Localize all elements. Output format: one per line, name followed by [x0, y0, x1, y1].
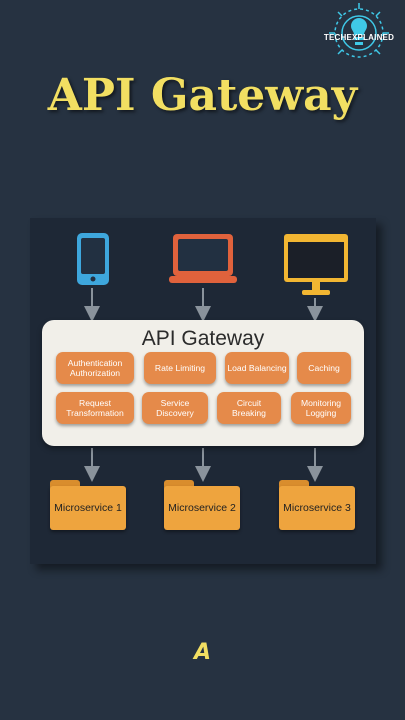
- caption-text: A: [193, 640, 212, 665]
- feature-authentication-authorization: Authentication Authorization: [56, 352, 134, 384]
- feature-caching: Caching: [297, 352, 351, 384]
- mobile-phone-icon: [76, 232, 110, 291]
- page-title: API Gateway: [47, 70, 358, 121]
- microservice-2-label: Microservice 2: [164, 486, 240, 530]
- feature-monitoring-logging: Monitoring Logging: [291, 392, 351, 424]
- feature-circuit-breaking: Circuit Breaking: [217, 392, 281, 424]
- gateway-label: API Gateway: [141, 327, 265, 350]
- desktop-monitor-icon: [283, 232, 349, 303]
- feature-service-discovery: Service Discovery: [142, 392, 208, 424]
- microservice-3-label: Microservice 3: [279, 486, 355, 530]
- logo-text: TECHEXPLAINED: [323, 33, 395, 42]
- feature-rate-limiting: Rate Limiting: [144, 352, 216, 384]
- microservice-3-folder: Microservice 3: [279, 480, 355, 530]
- feature-load-balancing: Load Balancing: [225, 352, 289, 384]
- laptop-icon: [168, 232, 238, 291]
- techexplained-logo: [320, 0, 398, 72]
- microservice-2-folder: Microservice 2: [164, 480, 240, 530]
- microservice-1-folder: Microservice 1: [50, 480, 126, 530]
- microservice-1-label: Microservice 1: [50, 486, 126, 530]
- feature-request-transformation: Request Transformation: [56, 392, 134, 424]
